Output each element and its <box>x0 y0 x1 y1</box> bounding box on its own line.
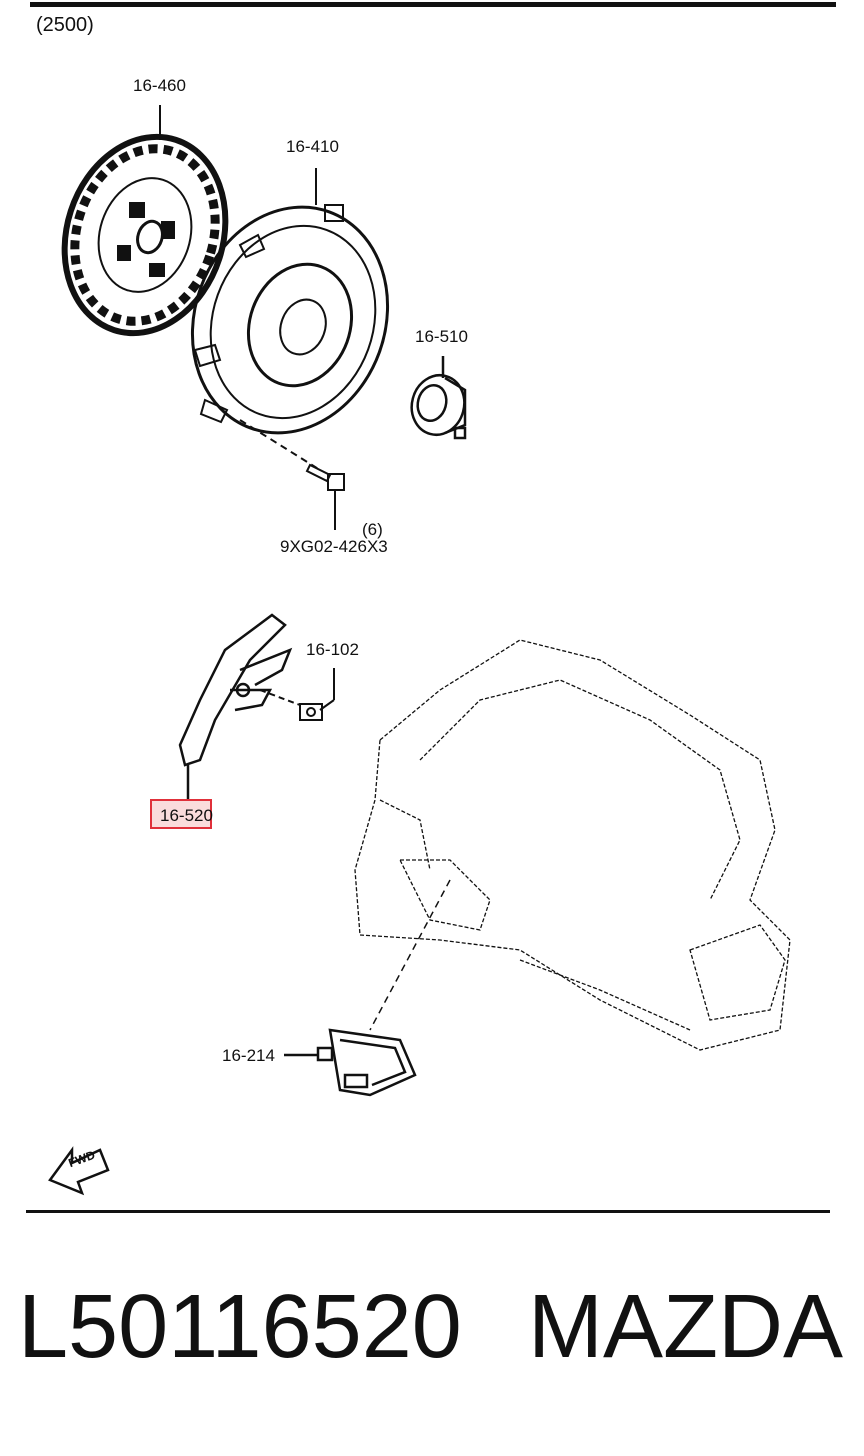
brand-name: MAZDA <box>528 1277 843 1377</box>
callout-16-102[interactable]: 16-102 <box>306 640 359 659</box>
release-fork <box>178 613 293 800</box>
bottom-rule <box>26 1210 830 1213</box>
callout-16-510[interactable]: 16-510 <box>415 327 468 346</box>
top-rule <box>30 2 836 7</box>
callout-16-520[interactable]: 16-520 <box>160 806 213 825</box>
callout-16-410[interactable]: 16-410 <box>286 137 339 156</box>
clutch-disc <box>61 105 229 337</box>
pivot-ball <box>259 668 335 721</box>
highlight-box <box>150 799 212 829</box>
variant-label: (2500) <box>36 14 94 36</box>
callout-bolt-qty: (6) <box>362 520 383 539</box>
release-boot <box>284 879 451 1097</box>
clutch-cover <box>190 168 390 435</box>
part-number: L50116520 <box>18 1277 462 1377</box>
callout-16-460[interactable]: 16-460 <box>133 76 186 95</box>
cover-bolt <box>239 419 345 530</box>
callout-9xg02-426x3[interactable]: 9XG02-426X3 <box>280 537 388 556</box>
release-bearing <box>410 356 467 440</box>
fwd-arrow-icon <box>48 1146 110 1196</box>
callout-16-214[interactable]: 16-214 <box>222 1046 275 1065</box>
transmission-case <box>354 639 791 1051</box>
